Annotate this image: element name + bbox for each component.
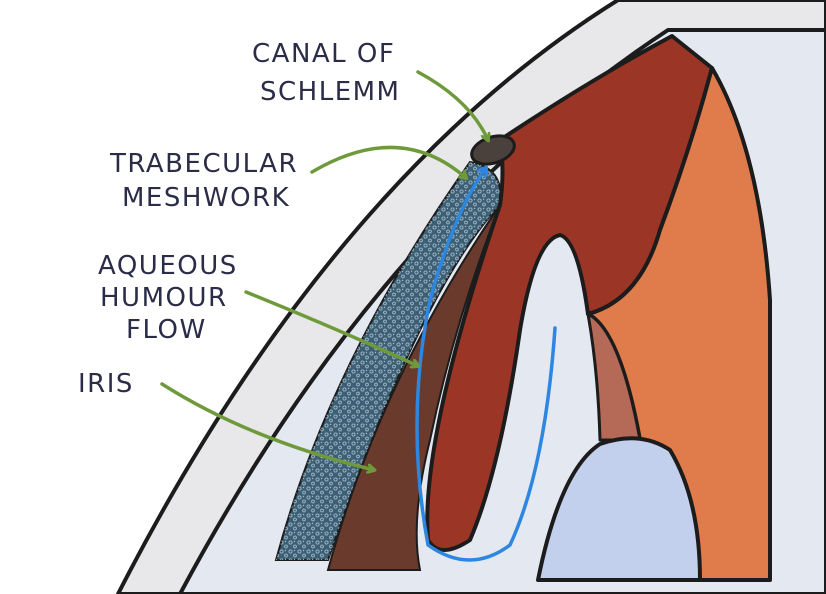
lens: [536, 436, 702, 582]
iris: [326, 204, 501, 571]
aqueous-flow-arrow: [415, 168, 557, 562]
meshwork-pointer-arrow: [310, 145, 466, 178]
label-canal-of-schlemm: CANAL OF SCHLEMM: [252, 39, 405, 107]
flow-pointer-arrow: [244, 290, 418, 366]
label-line: AQUEOUS: [98, 251, 238, 281]
label-line: CANAL OF: [252, 39, 395, 69]
label-line: MESHWORK: [122, 183, 290, 213]
label-line: HUMOUR: [100, 283, 228, 313]
label-line: IRIS: [78, 369, 134, 399]
canal-pointer-arrow: [416, 70, 488, 140]
label-aqueous-humour-flow: AQUEOUS HUMOUR FLOW: [98, 251, 248, 345]
label-trabecular-meshwork: TRABECULAR MESHWORK: [109, 149, 308, 213]
label-line: FLOW: [126, 315, 207, 345]
label-iris: IRIS: [78, 369, 134, 399]
label-line: SCHLEMM: [260, 77, 401, 107]
iris-pointer-arrow: [160, 382, 374, 470]
label-line: TRABECULAR: [109, 149, 298, 179]
